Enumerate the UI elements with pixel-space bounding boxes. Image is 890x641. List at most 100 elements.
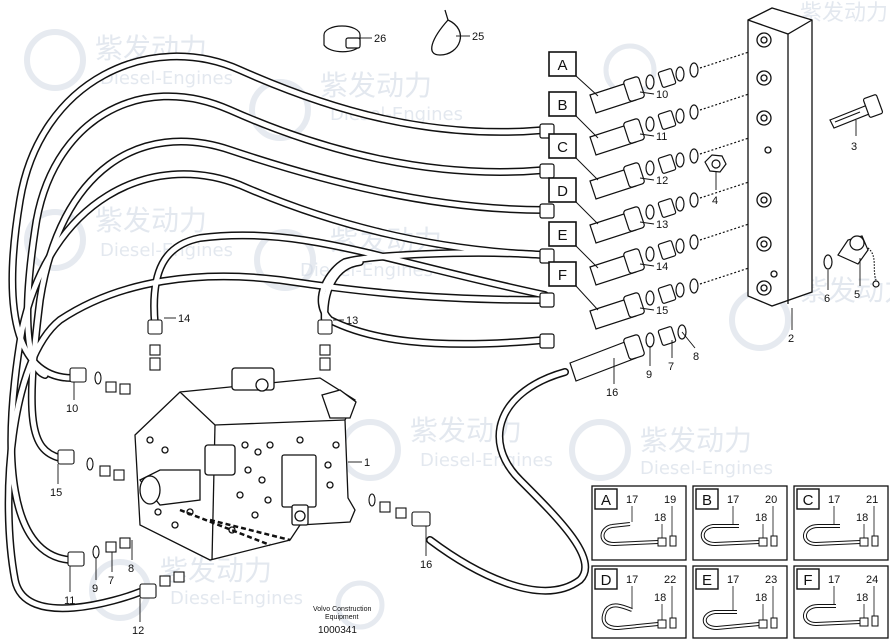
callout-labels: 26 25 3 4 5 6 2 10 11 12 13 14 15 8 7 9 … (50, 31, 860, 637)
letter-box-d: D (548, 177, 599, 225)
letter-box-b: B (548, 91, 599, 139)
watermark-brand-en: Diesel-Engines (330, 104, 463, 125)
hose-ends (539, 123, 555, 349)
detail-panel-a: A 17 19 18 (591, 485, 687, 561)
callout-16-left: 16 (420, 559, 432, 571)
drawing-footer: Volvo Construction Equipment 1000341 (313, 606, 371, 636)
callout-9-right: 9 (646, 369, 652, 381)
drawing-number: 1000341 (318, 625, 357, 636)
callout-10-left: 10 (66, 403, 78, 415)
watermark-8: 紫发动力 Diesel-Engines (89, 554, 303, 621)
manifold-ports (756, 32, 778, 296)
letter-c: C (557, 139, 568, 156)
letter-box-a: A (548, 51, 599, 97)
callout-11-left: 11 (64, 595, 75, 607)
detail-a-letter: A (601, 492, 611, 509)
watermark-6: 紫发动力 Diesel-Engines (569, 419, 773, 481)
detail-d-fitting: 18 (654, 592, 666, 604)
callout-16-right: 16 (606, 387, 618, 399)
detail-f-item: 24 (866, 574, 878, 586)
footer-line1: Volvo Construction (313, 606, 371, 613)
detail-f-fitting: 18 (856, 592, 868, 604)
detail-d-item: 22 (664, 574, 676, 586)
watermark-3: 紫发动力 Diesel-Engines (24, 204, 233, 271)
callout-7-left: 7 (108, 575, 114, 587)
detail-a-fitting: 18 (654, 512, 666, 524)
valve-fittings (57, 319, 431, 599)
test-coupling-part (823, 235, 880, 288)
detail-panel-b: B 17 20 18 (692, 485, 788, 561)
letter-boxes: A B C D E F (548, 51, 599, 311)
callout-9-left: 9 (92, 583, 98, 595)
callout-13-left: 13 (346, 315, 358, 327)
detail-a-item: 19 (664, 494, 676, 506)
letter-box-e: E (548, 221, 599, 269)
watermark-brand-cn: 紫发动力 (95, 204, 207, 237)
callout-4: 4 (712, 195, 718, 207)
manifold-block (747, 7, 813, 307)
callout-25: 25 (472, 31, 484, 43)
fitting-rows (569, 49, 756, 382)
watermark-5: 紫发动力 Diesel-Engines (339, 414, 553, 481)
callout-leaders (57, 35, 861, 622)
callout-2: 2 (788, 333, 794, 345)
watermark-7: 紫发动力 (729, 274, 890, 351)
detail-c-letter: C (803, 492, 814, 509)
detail-d-hose: 17 (626, 574, 638, 586)
letter-e: E (557, 227, 567, 244)
detail-e-hose: 17 (727, 574, 739, 586)
callout-8-right: 8 (693, 351, 699, 363)
callout-7-right: 7 (668, 361, 674, 373)
watermark-brand-en: Diesel-Engines (170, 588, 303, 609)
watermark-brand-cn: 紫发动力 (800, 1, 888, 26)
callout-15-right: 15 (656, 305, 668, 317)
callout-26: 26 (374, 33, 386, 45)
hoses (4, 52, 590, 613)
detail-e-fitting: 18 (755, 592, 767, 604)
strap-part (431, 9, 461, 56)
detail-c-item: 21 (866, 494, 878, 506)
callout-14-left: 14 (178, 313, 190, 325)
detail-b-hose: 17 (727, 494, 739, 506)
watermark-brand-cn: 紫发动力 (320, 69, 432, 102)
detail-d-letter: D (601, 572, 612, 589)
detail-f-letter: F (803, 572, 812, 589)
callout-8-left: 8 (128, 563, 134, 575)
callout-5: 5 (854, 289, 860, 301)
clamp-part (323, 25, 361, 53)
watermark-brand-en: Diesel-Engines (640, 458, 773, 479)
letter-a: A (557, 57, 567, 74)
plug-part (704, 154, 727, 173)
letter-box-c: C (548, 133, 599, 181)
detail-e-item: 23 (765, 574, 777, 586)
watermark-brand-en: Diesel-Engines (100, 68, 233, 89)
callout-15-left: 15 (50, 487, 62, 499)
detail-panel-d: D 17 22 18 (591, 565, 687, 639)
callout-6: 6 (824, 293, 830, 305)
callout-14-right: 14 (656, 261, 668, 273)
letter-f: F (558, 267, 567, 284)
control-valve (134, 367, 357, 561)
detail-panel-e: E 17 23 18 (692, 565, 788, 639)
callout-3: 3 (851, 141, 857, 153)
callout-11-right: 11 (656, 131, 667, 143)
detail-panel-f: F 17 24 18 (793, 565, 889, 639)
footer-line2: Equipment (325, 614, 359, 621)
detail-f-hose: 17 (828, 574, 840, 586)
letter-b: B (557, 97, 567, 114)
detail-c-hose: 17 (828, 494, 840, 506)
detail-panel-c: C 17 21 18 (793, 485, 889, 561)
watermark-brand-cn: 紫发动力 (640, 424, 752, 457)
detail-panels: A 17 19 18 B 17 20 18 (591, 485, 889, 639)
detail-b-letter: B (702, 492, 712, 509)
detail-a-hose: 17 (626, 494, 638, 506)
callout-1: 1 (364, 457, 370, 469)
detail-e-letter: E (702, 572, 712, 589)
bolt-part (829, 94, 884, 129)
watermark-brand-cn: 紫发动力 (800, 274, 890, 307)
detail-b-item: 20 (765, 494, 777, 506)
watermark-10: 紫发动力 (603, 1, 888, 97)
letter-d: D (557, 183, 568, 200)
callout-12-right: 12 (656, 175, 668, 187)
